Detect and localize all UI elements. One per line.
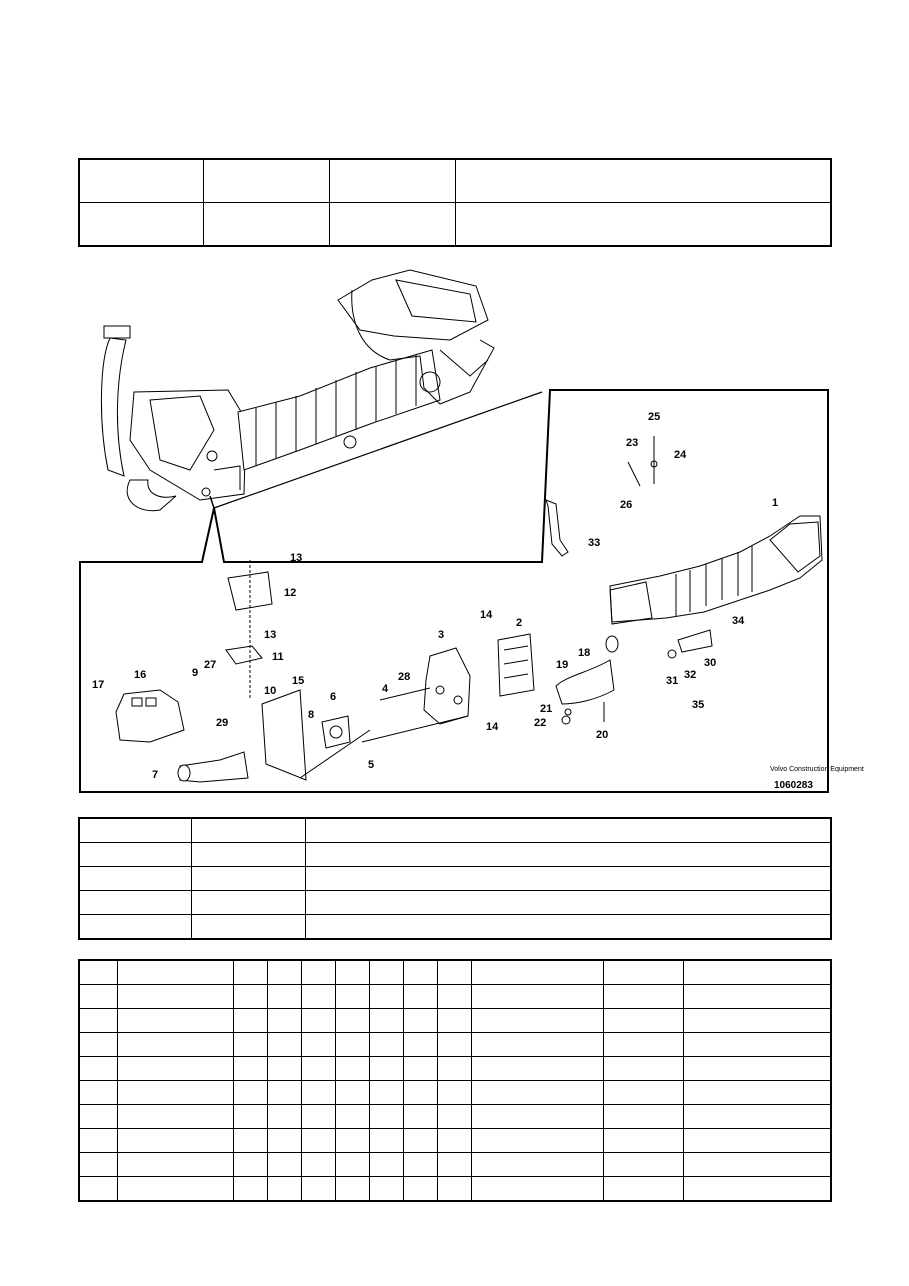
label-13a: 13 — [290, 552, 302, 564]
label-25: 25 — [648, 411, 660, 423]
parts-row — [78, 1128, 832, 1153]
label-2: 2 — [516, 617, 522, 629]
parts-row — [78, 959, 832, 985]
label-34: 34 — [732, 615, 745, 627]
parts-row — [78, 984, 832, 1009]
label-14b: 14 — [486, 721, 499, 733]
parts-row — [78, 1008, 832, 1033]
overview-assembly-drawing — [100, 269, 495, 512]
label-10: 10 — [264, 685, 276, 697]
label-21: 21 — [540, 703, 552, 715]
label-22: 22 — [534, 717, 546, 729]
part-labels: 1 2 3 4 5 6 7 8 9 10 11 12 13 13 14 14 1… — [92, 411, 864, 791]
copyright-text: Volvo Construction Equipment — [770, 766, 864, 773]
label-8: 8 — [308, 709, 314, 721]
label-1: 1 — [772, 497, 778, 509]
part-1-drawing — [609, 515, 823, 625]
parts-row — [78, 1032, 832, 1057]
label-23: 23 — [626, 437, 638, 449]
label-27: 27 — [204, 659, 216, 671]
header-row — [78, 202, 832, 247]
label-32: 32 — [684, 669, 696, 681]
header-table — [78, 158, 832, 247]
header-row — [78, 158, 832, 203]
label-15: 15 — [292, 675, 304, 687]
parts-row — [78, 1152, 832, 1177]
middle-row — [78, 817, 832, 843]
label-30: 30 — [704, 657, 716, 669]
label-16: 16 — [134, 669, 146, 681]
label-9: 9 — [192, 667, 198, 679]
label-14a: 14 — [480, 609, 493, 621]
label-5: 5 — [368, 759, 374, 771]
label-3: 3 — [438, 629, 444, 641]
middle-row — [78, 866, 832, 891]
middle-row — [78, 842, 832, 867]
label-4: 4 — [382, 683, 389, 695]
detail-callout-frame — [79, 389, 829, 793]
label-18: 18 — [578, 647, 590, 659]
label-19: 19 — [556, 659, 568, 671]
label-6: 6 — [330, 691, 336, 703]
label-24: 24 — [674, 449, 687, 461]
parts-row — [78, 1176, 832, 1202]
label-11: 11 — [272, 651, 284, 663]
label-7: 7 — [152, 769, 158, 781]
parts-row — [78, 1056, 832, 1081]
label-28: 28 — [398, 671, 410, 683]
label-20: 20 — [596, 729, 608, 741]
label-12: 12 — [284, 587, 296, 599]
label-17: 17 — [92, 679, 104, 691]
label-31: 31 — [666, 675, 678, 687]
parts-row — [78, 1080, 832, 1105]
middle-row — [78, 914, 832, 940]
parts-table — [78, 959, 832, 1202]
middle-row — [78, 890, 832, 915]
parts-row — [78, 1104, 832, 1129]
reference-number: 1060283 — [774, 780, 813, 791]
label-13b: 13 — [264, 629, 276, 641]
label-29: 29 — [216, 717, 228, 729]
label-33: 33 — [588, 537, 600, 549]
label-26: 26 — [620, 499, 632, 511]
label-35: 35 — [692, 699, 704, 711]
middle-table — [78, 817, 832, 940]
